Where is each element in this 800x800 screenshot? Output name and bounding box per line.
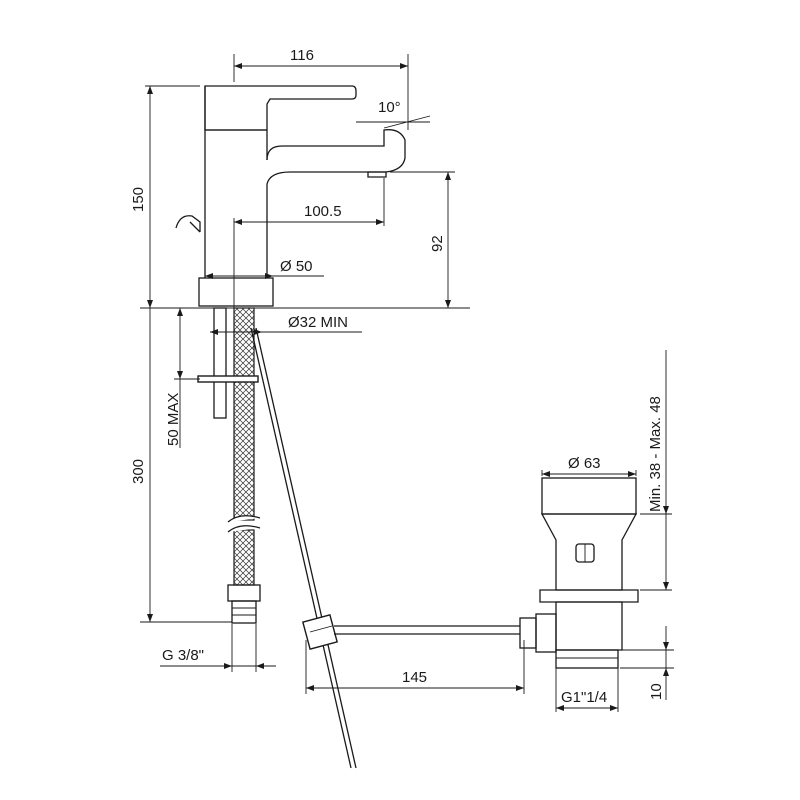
rod-clip — [301, 613, 339, 651]
spout — [266, 129, 406, 278]
dim-50-label: Ø 50 — [280, 258, 313, 275]
lift-rod-line — [255, 327, 357, 769]
faucet-body — [204, 86, 268, 278]
dim-100-5-label: 100.5 — [304, 203, 342, 220]
lift-rod-line — [250, 327, 352, 769]
dim-116-label: 116 — [290, 47, 314, 64]
waste-pivot-nut — [535, 613, 557, 653]
hose-thread — [231, 600, 257, 624]
faucet — [175, 85, 406, 307]
dim-angle-label: 10° — [378, 99, 401, 116]
dim-92: 92 — [390, 171, 455, 308]
dim-92-label: 92 — [429, 235, 446, 252]
dim-300: 300 — [130, 308, 232, 623]
dim-116: 116 — [233, 47, 409, 130]
hose-nut — [227, 584, 261, 602]
fixing-rod — [213, 307, 227, 419]
dim-300-label: 300 — [130, 459, 147, 484]
lever-handle — [204, 85, 357, 131]
dim-63: Ø 63 — [541, 455, 637, 477]
dim-g114-label: G1"1/4 — [561, 689, 607, 706]
dim-32: Ø32 MIN — [210, 314, 362, 335]
dim-angle: 10° — [356, 99, 431, 129]
fixing-washer — [197, 375, 259, 383]
waste-body-upper — [540, 513, 638, 591]
rod-clip-line — [309, 625, 333, 633]
dim-10-label: 10 — [648, 683, 665, 700]
dim-50max: 50 MAX — [165, 308, 200, 448]
lift-rod — [250, 327, 520, 769]
waste-pivot — [519, 617, 537, 649]
dim-145-label: 145 — [402, 669, 427, 686]
dim-g38-label: G 3/8" — [162, 647, 204, 664]
braided-hose-upper — [233, 307, 255, 521]
hose-assembly — [197, 307, 261, 624]
dim-50: Ø 50 — [205, 258, 324, 279]
waste-flange — [539, 589, 639, 603]
dim-50max-label: 50 MAX — [165, 393, 182, 446]
dim-32-label: Ø32 MIN — [288, 314, 348, 331]
dim-g114: G1"1/4 — [555, 668, 619, 712]
dim-100-5: 100.5 — [233, 178, 385, 308]
dim-150-label: 150 — [130, 187, 147, 212]
dim-63-label: Ø 63 — [568, 455, 601, 472]
hose-break — [227, 515, 261, 533]
waste-nut — [555, 649, 619, 669]
waste-assembly — [519, 477, 639, 669]
popup-knob — [175, 215, 201, 233]
faucet-base — [198, 277, 274, 307]
dim-150: 150 — [130, 85, 200, 308]
dim-waste-height: Min. 38 - Max. 48 — [640, 350, 672, 591]
aerator — [367, 171, 387, 178]
dim-10: 10 — [620, 626, 674, 700]
waste-body-lower — [555, 601, 623, 651]
dim-145: 145 — [305, 640, 525, 694]
braided-hose-lower — [233, 529, 255, 586]
waste-cap — [541, 477, 637, 515]
dim-waste-height-label: Min. 38 - Max. 48 — [647, 396, 664, 512]
dim-g38: G 3/8" — [160, 624, 276, 672]
